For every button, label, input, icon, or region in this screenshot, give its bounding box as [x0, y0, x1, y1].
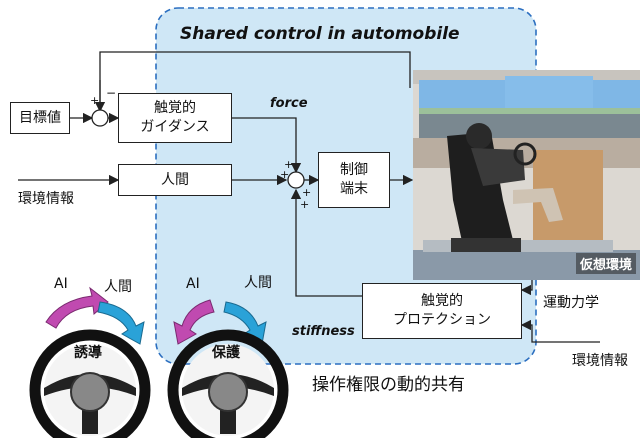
sum2-plus-right: + — [302, 186, 312, 199]
wheel-left-mode-label: 誘導 — [74, 345, 102, 361]
controller-line2: 端末 — [340, 181, 368, 197]
env-info-left-label: 環境情報 — [18, 191, 74, 207]
wheel-right-human-label: 人間 — [244, 275, 272, 291]
sum1-minus: − — [106, 86, 117, 100]
sum2-plus-left: + — [280, 168, 290, 181]
steering-wheel-right — [167, 329, 289, 438]
target-value-label: 目標値 — [19, 109, 61, 126]
driving-simulator-photo: 仮想環境 — [413, 70, 640, 280]
haptic-protection-line2: プロテクション — [393, 312, 491, 328]
sum-junction-1 — [91, 109, 109, 127]
haptic-guidance-line1: 触覚的 — [154, 100, 196, 117]
wheel-right-ai-label: AI — [186, 276, 200, 292]
force-label: force — [270, 96, 308, 111]
haptic-guidance-line2: ガイダンス — [140, 119, 210, 135]
ai-arrow-right-wheel — [173, 299, 215, 345]
human-block: 人間 — [118, 164, 232, 196]
stiffness-label: stiffness — [292, 324, 355, 339]
steering-wheel-left — [29, 329, 151, 438]
controller-block: 制御 端末 — [318, 152, 390, 208]
sum2-plus-top: + — [284, 158, 294, 171]
haptic-protection-block: 触覚的 プロテクション — [362, 283, 522, 339]
human-arrow-left-wheel — [97, 301, 145, 345]
sum-junction-2 — [287, 171, 305, 189]
wheel-left-ai-label: AI — [54, 276, 68, 292]
controller-line1: 制御 — [340, 162, 368, 179]
sum1-plus-top: + — [90, 94, 100, 107]
haptic-guidance-block: 触覚的 ガイダンス — [118, 93, 232, 143]
human-label: 人間 — [161, 171, 189, 188]
dynamics-label: 運動力学 — [543, 295, 599, 311]
virtual-environment-label: 仮想環境 — [575, 253, 636, 274]
sum2-plus-bottom: + — [300, 198, 310, 211]
haptic-protection-line1: 触覚的 — [421, 293, 463, 310]
diagram-title: Shared control in automobile — [180, 24, 460, 44]
dynamic-authority-sharing-caption: 操作権限の動的共有 — [312, 375, 465, 395]
target-value-block: 目標値 — [10, 102, 70, 134]
simulator-illustration — [413, 70, 640, 280]
wheel-left-human-label: 人間 — [104, 279, 132, 295]
wheel-right-mode-label: 保護 — [212, 345, 240, 361]
env-info-right-label: 環境情報 — [572, 353, 628, 369]
